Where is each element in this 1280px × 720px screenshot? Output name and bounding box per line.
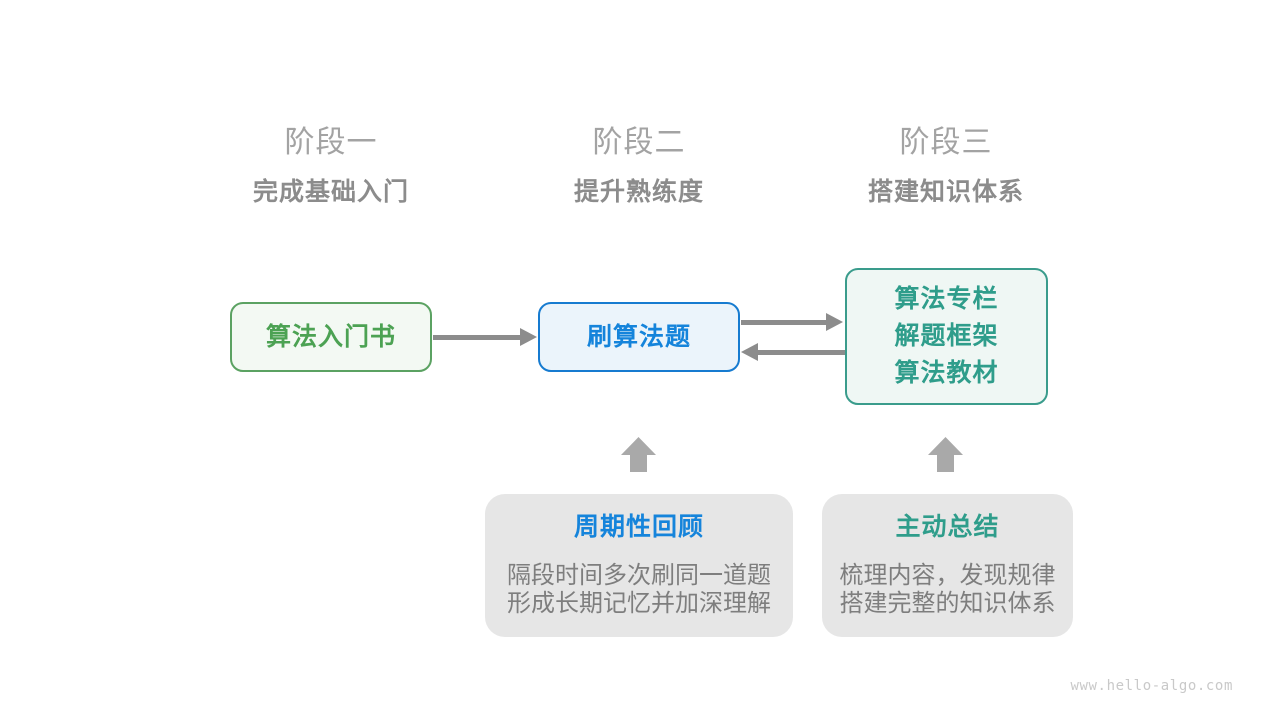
stage-3-label: 阶段三: [899, 126, 993, 159]
stage-1-subtitle: 完成基础入门: [252, 178, 409, 206]
flow-box-intro-book-label: 算法入门书: [265, 322, 396, 351]
flow-box-resources: 算法专栏 解题框架 算法教材: [845, 268, 1048, 405]
note-periodic-review-body: 隔段时间多次刷同一道题 形成长期记忆并加深理解: [485, 562, 793, 618]
arrow-head: [741, 343, 758, 361]
arrow-right-icon: [741, 313, 843, 331]
flow-box-resources-line-1: 算法专栏: [894, 285, 999, 313]
note-active-summary-body: 梳理内容，发现规律 搭建完整的知识体系: [822, 562, 1073, 618]
arrow-head: [826, 313, 843, 331]
note-active-summary: 主动总结 梳理内容，发现规律 搭建完整的知识体系: [822, 494, 1073, 637]
arrow-up-icon: [928, 437, 963, 472]
flow-box-practice: 刷算法题: [538, 302, 740, 372]
arrow-left-icon: [741, 343, 845, 361]
note-body-line: 搭建完整的知识体系: [839, 590, 1056, 617]
stage-3-header: 阶段三 搭建知识体系: [796, 126, 1096, 206]
flow-box-intro-book: 算法入门书: [230, 302, 432, 372]
note-body-line: 梳理内容，发现规律: [839, 562, 1056, 589]
note-body-line: 形成长期记忆并加深理解: [507, 590, 771, 617]
stage-2-subtitle: 提升熟练度: [573, 178, 704, 206]
arrow-up-icon: [621, 437, 656, 472]
arrow-right-icon: [433, 328, 537, 346]
flow-box-resources-line-2: 解题框架: [894, 322, 999, 350]
stage-2-header: 阶段二 提升熟练度: [489, 126, 789, 206]
stage-1-header: 阶段一 完成基础入门: [181, 126, 481, 206]
note-body-line: 隔段时间多次刷同一道题: [507, 562, 771, 589]
stage-2-label: 阶段二: [592, 126, 686, 159]
arrow-shaft: [754, 349, 845, 355]
flow-box-resources-line-3: 算法教材: [894, 359, 999, 387]
note-active-summary-title: 主动总结: [895, 513, 1000, 541]
stage-3-subtitle: 搭建知识体系: [867, 178, 1024, 206]
note-periodic-review-title: 周期性回顾: [573, 513, 704, 541]
stage-1-label: 阶段一: [284, 126, 378, 159]
arrow-head: [520, 328, 537, 346]
note-periodic-review: 周期性回顾 隔段时间多次刷同一道题 形成长期记忆并加深理解: [485, 494, 793, 637]
arrow-shaft: [433, 334, 524, 340]
arrow-shaft: [741, 319, 830, 325]
site-watermark: www.hello-algo.com: [1070, 678, 1233, 694]
flow-box-practice-label: 刷算法题: [586, 322, 691, 351]
